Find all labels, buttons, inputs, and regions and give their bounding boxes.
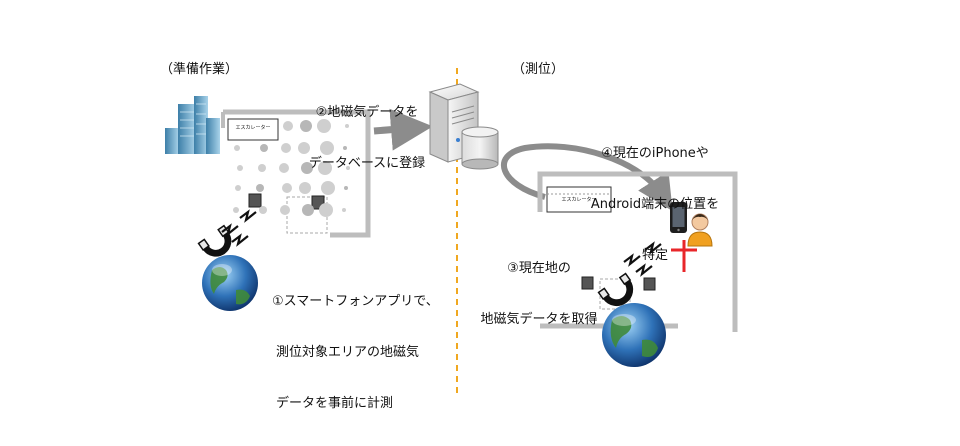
measurement-dot — [282, 183, 292, 193]
step4-text: ④現在のiPhoneや Android端末の位置を 特定 — [585, 111, 725, 298]
measurement-dot — [302, 204, 314, 216]
measurement-dot — [259, 206, 267, 214]
measurement-dot — [279, 163, 289, 173]
person-icon — [687, 213, 713, 247]
location-pin-icon — [671, 240, 697, 272]
escalator-right — [546, 186, 612, 213]
magnet-icon — [597, 272, 634, 307]
measurement-dot — [343, 146, 347, 150]
step1-line2: 測位対象エリアの地磁気 — [276, 345, 420, 360]
measurement-dot — [344, 186, 348, 190]
measurement-dot — [300, 120, 312, 132]
measurement-dot — [321, 181, 335, 195]
measurement-dot — [301, 162, 313, 174]
step2-text: ②地磁気データを データベースに登録 — [302, 70, 432, 206]
step3-line2: 地磁気データを取得 — [480, 312, 598, 327]
arrow-to-phone — [501, 143, 673, 212]
step2-line2: データベースに登録 — [308, 156, 426, 171]
step4-line2: Android端末の位置を — [590, 197, 720, 212]
measurement-dot — [320, 141, 334, 155]
escalator-left — [227, 118, 279, 141]
globe-icon — [602, 303, 666, 367]
measurement-dot — [298, 142, 310, 154]
step4-line1: ④現在のiPhoneや — [601, 146, 709, 161]
section-label-prep: （準備作業） — [160, 62, 239, 77]
step1-line3: データを事前に計測 — [276, 396, 394, 411]
section-label-positioning: （測位） — [512, 62, 565, 77]
arrow-to-server — [373, 108, 433, 151]
measurement-dot — [342, 208, 346, 212]
measurement-dot — [235, 185, 241, 191]
measurement-dot — [260, 144, 268, 152]
measurement-dot — [237, 165, 243, 171]
measurement-dots — [233, 119, 350, 217]
step2-line1: ②地磁気データを — [315, 105, 419, 120]
measurement-dot — [318, 161, 332, 175]
pillar — [643, 277, 656, 291]
step1-text: ①スマートフォンアプリで、 測位対象エリアの地磁気 データを事前に計測 — [272, 259, 439, 446]
measurement-dot — [317, 119, 331, 133]
database-icon — [461, 126, 499, 170]
measurement-dot — [319, 203, 333, 217]
diagram-graphics — [165, 68, 738, 395]
pillar — [248, 193, 262, 208]
step3-line1: ③現在地の — [507, 261, 571, 276]
measurement-dot — [258, 164, 266, 172]
escalator-label-left: エスカレーター — [235, 125, 271, 131]
diagram-canvas: エスカレーター エスカレーター （準備作業） （測位） ②地磁気データを データ… — [160, 62, 738, 411]
measurement-dot — [256, 184, 264, 192]
measurement-dot — [345, 124, 349, 128]
measurement-dot — [346, 166, 350, 170]
step3-text: ③現在地の 地磁気データを取得 — [474, 226, 604, 362]
signal-bolts-right — [623, 241, 662, 277]
pillar — [581, 276, 594, 290]
floor-plan-left — [221, 109, 371, 238]
measurement-dot — [281, 143, 291, 153]
measurement-dot — [299, 182, 311, 194]
measurement-dot — [283, 121, 293, 131]
escalator-label-right: エスカレーター — [561, 197, 597, 203]
step4-line3: 特定 — [641, 248, 668, 263]
measurement-dot — [233, 207, 239, 213]
signal-bolts-left — [221, 209, 257, 247]
step1-line1: ①スマートフォンアプリで、 — [272, 294, 439, 309]
buildings-icon — [165, 96, 220, 154]
smartphone-icon — [670, 202, 687, 233]
globe-icon — [202, 255, 258, 311]
measurement-dot — [280, 205, 290, 215]
measurement-dot — [234, 145, 240, 151]
